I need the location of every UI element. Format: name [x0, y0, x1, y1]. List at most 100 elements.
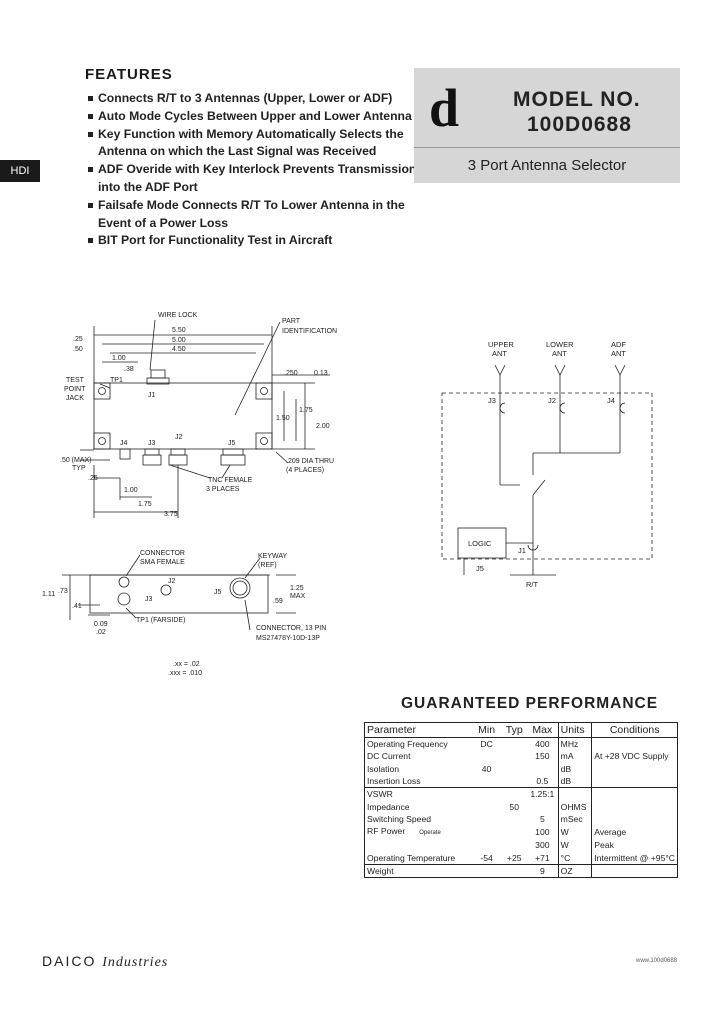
side-tab: HDI [0, 160, 40, 182]
rf-power-note: Operate [419, 830, 441, 837]
dim-typ: TYP [72, 465, 86, 472]
label-connector-sma-2: SMA FEMALE [140, 559, 185, 566]
label-keyway: KEYWAY [258, 553, 288, 560]
dim-50: .50 [73, 346, 83, 353]
feature-item: Failsafe Mode Connects R/T To Lower Ante… [88, 197, 418, 233]
header-typ: Typ [501, 722, 528, 738]
schem-j3: J3 [488, 396, 496, 405]
dim-41: .41 [72, 603, 82, 610]
dim-100: 1.00 [112, 355, 126, 362]
model-number: 100D0688 [527, 113, 632, 136]
label-holes: .209 DIA THRU [286, 458, 334, 465]
performance-table: Parameter Min Typ Max Units Conditions O… [364, 722, 678, 878]
dim-59: .59 [273, 598, 283, 605]
label-connector-sma: CONNECTOR [140, 550, 185, 557]
label-side-j5: J5 [214, 589, 222, 596]
dim-25: .25 [73, 336, 83, 343]
label-j2: J2 [175, 434, 183, 441]
dim-550: 5.50 [172, 327, 186, 334]
schem-adf: ADF [611, 340, 626, 349]
schem-j2: J2 [548, 396, 556, 405]
schem-j1: J1 [518, 546, 526, 555]
header-units: Units [558, 722, 593, 738]
dim-375: 3.75 [164, 511, 178, 518]
dim-500: 5.00 [172, 337, 186, 344]
label-j3: J3 [148, 440, 156, 447]
features-list: Connects R/T to 3 Antennas (Upper, Lower… [88, 90, 418, 250]
schem-upper: UPPER [488, 340, 514, 349]
dim-111: 1.11 [42, 591, 55, 598]
dim-50max: .50 (MAX) [60, 457, 92, 464]
feature-item: ADF Overide with Key Interlock Prevents … [88, 161, 418, 197]
label-side-j2: J2 [168, 578, 176, 585]
label-keyway-2: (REF) [258, 562, 277, 569]
company-logo: d [429, 78, 460, 138]
schem-lower-2: ANT [552, 349, 567, 358]
features-title: FEATURES [85, 66, 173, 83]
label-j5: J5 [228, 440, 236, 447]
feature-item: Key Function with Memory Automatically S… [88, 126, 418, 162]
header-parameter: Parameter [364, 722, 472, 738]
dim-200: 2.00 [316, 423, 330, 430]
feature-item: Auto Mode Cycles Between Upper and Lower… [88, 108, 418, 126]
schem-j4: J4 [607, 396, 615, 405]
mechanical-drawing: WIRE LOCK PART IDENTIFICATION 5.50 5.00 … [42, 312, 337, 677]
header-min: Min [471, 722, 502, 738]
footer-code: www.100d0688 [636, 958, 678, 964]
dim-175: 1.75 [299, 407, 313, 414]
table-row: Operating Frequency DC 400 MHz [365, 737, 678, 751]
schem-lower: LOWER [546, 340, 574, 349]
dim-450: 4.50 [172, 346, 186, 353]
model-divider [414, 147, 680, 148]
table-row: Weight 9 OZ [364, 863, 678, 878]
dim-250: .250 [284, 370, 298, 377]
feature-item: Connects R/T to 3 Antennas (Upper, Lower… [88, 90, 418, 108]
table-header-row: Parameter Min Typ Max Units Conditions [364, 722, 678, 738]
dim-013: 0.13 [314, 370, 328, 377]
dim-009: 0.09 [94, 621, 108, 628]
feature-item: BIT Port for Functionality Test in Aircr… [88, 232, 418, 250]
label-j1: J1 [148, 392, 156, 399]
schem-logic: LOGIC [468, 539, 492, 548]
bullet-icon [88, 202, 93, 208]
bullet-icon [88, 113, 93, 119]
table-row: Operating Temperature -54 +25 +71 °C Int… [367, 851, 675, 865]
label-part-id: PART [282, 318, 301, 325]
bullet-icon [88, 131, 93, 137]
label-j4: J4 [120, 440, 128, 447]
label-tnc: TNC FEMALE [208, 477, 253, 484]
label-conn13: CONNECTOR, 13 PIN [256, 625, 326, 632]
header-conditions: Conditions [591, 722, 678, 738]
tolerance-xxx: .xxx = .010 [168, 670, 202, 677]
model-label: MODEL NO. [513, 88, 641, 111]
table-row: Impedance 50 OHMS [365, 800, 678, 813]
schematic-diagram: UPPER ANT LOWER ANT ADF ANT J3 J2 J4 LOG… [441, 340, 653, 589]
label-side-j3: J3 [145, 596, 153, 603]
label-part-id-2: IDENTIFICATION [282, 328, 337, 335]
dim-175b: 1.75 [138, 501, 152, 508]
schem-adf-2: ANT [611, 349, 626, 358]
performance-title: GUARANTEED PERFORMANCE [401, 695, 659, 712]
model-box [414, 68, 680, 183]
schem-upper-2: ANT [492, 349, 507, 358]
dim-max: MAX [290, 593, 306, 600]
table-row: DC Current 150 mA At +28 VDC Supply [367, 750, 669, 763]
bullet-icon [88, 167, 93, 173]
label-tnc-2: 3 PLACES [206, 486, 240, 493]
label-test: TEST [66, 377, 85, 384]
dim-125: 1.25 [290, 585, 304, 592]
dim-150: 1.50 [276, 415, 290, 422]
label-conn13-2: MS27478Y-10D-13P [256, 635, 320, 642]
header-max: Max [527, 722, 559, 738]
label-holes-2: (4 PLACES) [286, 467, 324, 474]
table-row: Switching Speed 5 mSec [365, 812, 678, 826]
dim-100b: 1.00 [124, 487, 138, 494]
model-subtitle: 3 Port Antenna Selector [467, 157, 627, 174]
table-row: VSWR 1.25:1 [364, 787, 678, 801]
footer-brand: DAICO Industries [42, 953, 169, 970]
dim-73: .73 [58, 588, 68, 595]
label-point: POINT [64, 386, 86, 393]
dim-38: .38 [124, 366, 134, 373]
label-jack: JACK [66, 395, 84, 402]
